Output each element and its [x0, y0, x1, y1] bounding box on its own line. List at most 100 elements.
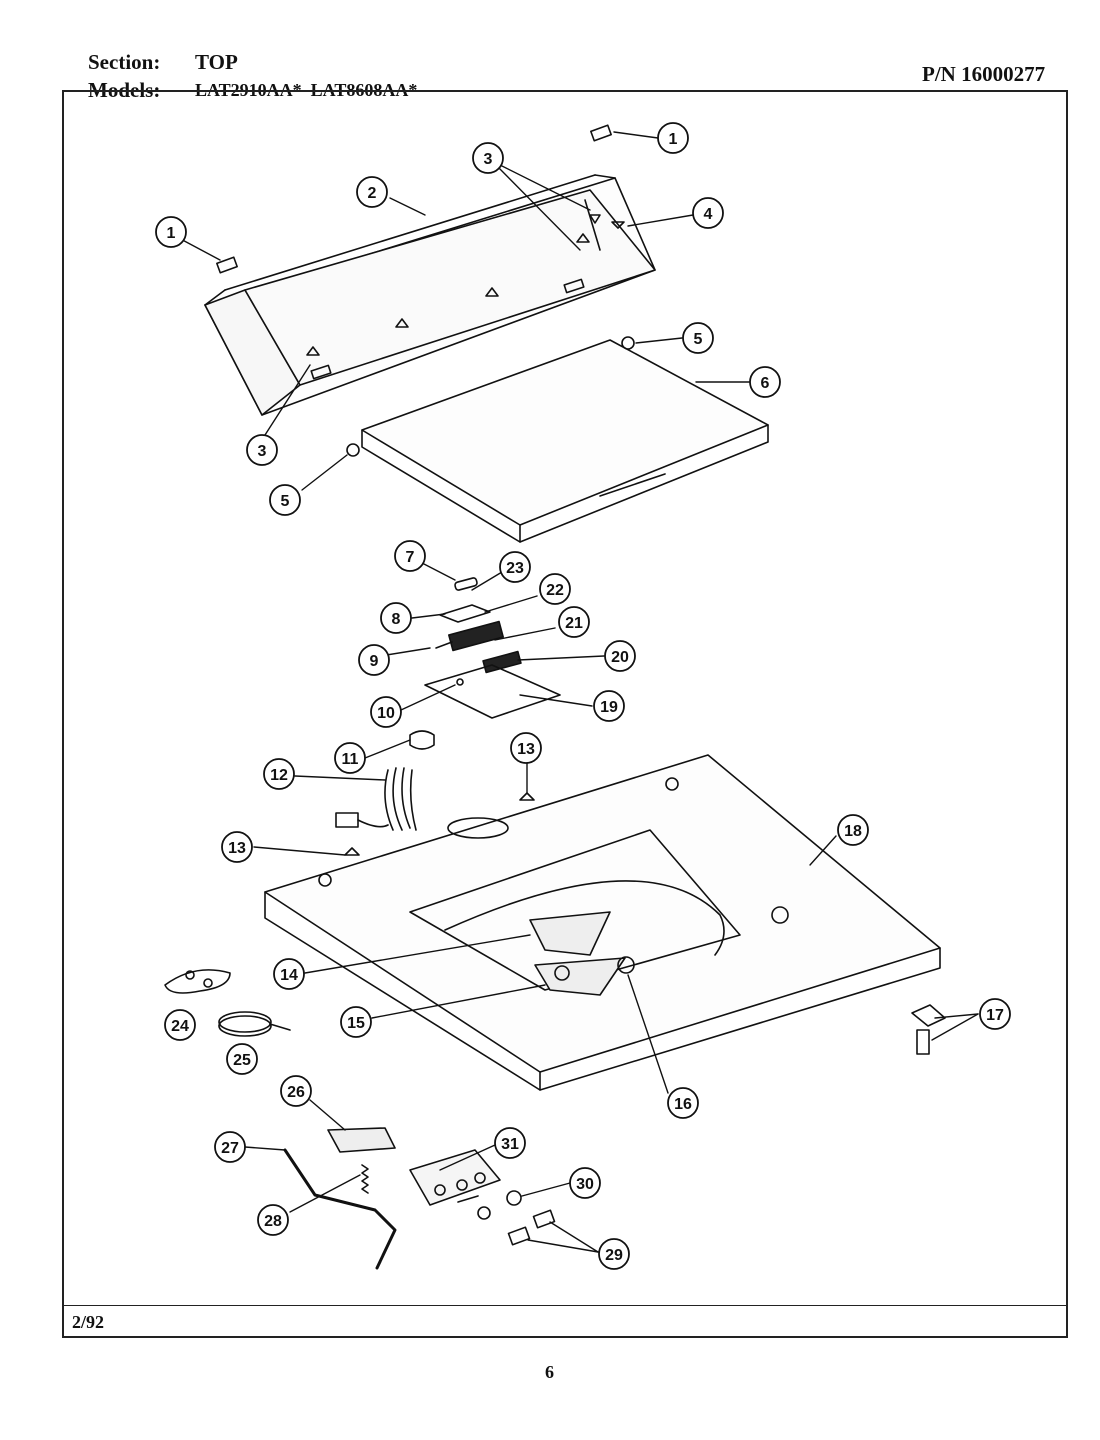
callout-3: 3: [472, 142, 504, 174]
leader-lines: [174, 131, 979, 1253]
callout-label: 16: [674, 1096, 692, 1113]
callout-31: 31: [494, 1127, 526, 1159]
callout-label: 11: [342, 751, 359, 768]
callout-circle: [246, 434, 278, 466]
callout-label: 29: [605, 1247, 623, 1264]
callout-6: 6: [749, 366, 781, 398]
callout-label: 28: [264, 1213, 282, 1230]
screws-part-29: [507, 1209, 556, 1246]
callout-circle: [280, 1075, 312, 1107]
callout-circle: [539, 573, 571, 605]
callout-label: 14: [280, 967, 298, 984]
callout-9: 9: [358, 644, 390, 676]
diagram-frame: [62, 90, 1068, 1338]
callout-label: 24: [171, 1018, 189, 1035]
callout-30: 30: [569, 1167, 601, 1199]
rod-part-27: [283, 1148, 397, 1270]
callout-circle: [472, 142, 504, 174]
callout-label: 26: [287, 1084, 305, 1101]
callout-label: 23: [506, 560, 524, 577]
callout-group: 1123345567891011121313141516171819202122…: [155, 122, 1011, 1270]
callout-circle: [340, 1006, 372, 1038]
callout-circle: [682, 322, 714, 354]
callout-circle: [494, 1127, 526, 1159]
callout-circle: [837, 814, 869, 846]
callout-label: 20: [611, 649, 629, 666]
callout-14: 14: [273, 958, 305, 990]
callout-13: 13: [221, 831, 253, 863]
callout-circle: [499, 551, 531, 583]
callout-circle: [155, 216, 187, 248]
callout-label: 21: [565, 615, 583, 632]
bumper-part-5-left: [346, 443, 360, 457]
callout-label: 13: [228, 840, 246, 857]
callout-circle: [394, 540, 426, 572]
callout-circle: [569, 1167, 601, 1199]
clip-part-17: [911, 1004, 946, 1055]
callout-28: 28: [257, 1204, 289, 1236]
section-label: Section:: [88, 50, 161, 74]
callout-22: 22: [539, 573, 571, 605]
callout-20: 20: [604, 640, 636, 672]
callout-label: 1: [167, 225, 176, 242]
callout-circle: [598, 1238, 630, 1270]
callout-4: 4: [692, 197, 724, 229]
callout-circle: [221, 831, 253, 863]
callout-label: 5: [281, 493, 290, 510]
callout-circle: [370, 696, 402, 728]
callout-label: 30: [576, 1176, 594, 1193]
callout-label: 13: [517, 741, 535, 758]
callout-15: 15: [340, 1006, 372, 1038]
callout-5: 5: [269, 484, 301, 516]
bumper-part-30-a: [506, 1190, 522, 1206]
bumper-part-30-b: [477, 1206, 491, 1220]
callout-label: 31: [501, 1136, 519, 1153]
callout-29: 29: [598, 1238, 630, 1270]
callout-1: 1: [657, 122, 689, 154]
callout-10: 10: [370, 696, 402, 728]
callout-27: 27: [214, 1131, 246, 1163]
callout-label: 9: [370, 653, 379, 670]
callout-7: 7: [394, 540, 426, 572]
footer-date: 2/92: [72, 1312, 105, 1332]
screw-part-3: [589, 214, 601, 224]
callout-label: 8: [392, 611, 401, 628]
callout-circle: [979, 998, 1011, 1030]
screw-part-4: [611, 221, 625, 229]
callout-label: 10: [377, 705, 395, 722]
callout-13: 13: [510, 732, 542, 764]
callout-23: 23: [499, 551, 531, 583]
callout-18: 18: [837, 814, 869, 846]
callout-1: 1: [155, 216, 187, 248]
callout-label: 25: [233, 1052, 251, 1069]
hinge-part-31: [409, 1149, 501, 1206]
callout-label: 6: [761, 375, 770, 392]
dispenser-part-14-15: [529, 911, 635, 996]
callout-circle: [657, 122, 689, 154]
console-part-2: [204, 174, 656, 416]
lid-switch-assembly: [424, 577, 561, 719]
callout-label: 2: [368, 185, 377, 202]
callout-17: 17: [979, 998, 1011, 1030]
hose-clamp-part-25: [218, 1011, 291, 1037]
callout-21: 21: [558, 606, 590, 638]
callout-circle: [214, 1131, 246, 1163]
callout-circle: [263, 758, 295, 790]
latch-part-26: [327, 1127, 396, 1153]
callout-3: 3: [246, 434, 278, 466]
callout-circle: [226, 1043, 258, 1075]
bumper-part-5-right: [621, 336, 635, 350]
callout-circle: [749, 366, 781, 398]
callout-label: 19: [600, 699, 618, 716]
lid-part-6: [361, 339, 769, 543]
callout-5: 5: [682, 322, 714, 354]
callout-25: 25: [226, 1043, 258, 1075]
callout-label: 3: [484, 151, 493, 168]
callout-circle: [558, 606, 590, 638]
callout-circle: [257, 1204, 289, 1236]
callout-circle: [273, 958, 305, 990]
clip-part-1-left: [216, 256, 238, 274]
callout-label: 15: [347, 1015, 365, 1032]
callout-label: 4: [704, 206, 713, 223]
callout-label: 12: [270, 767, 288, 784]
